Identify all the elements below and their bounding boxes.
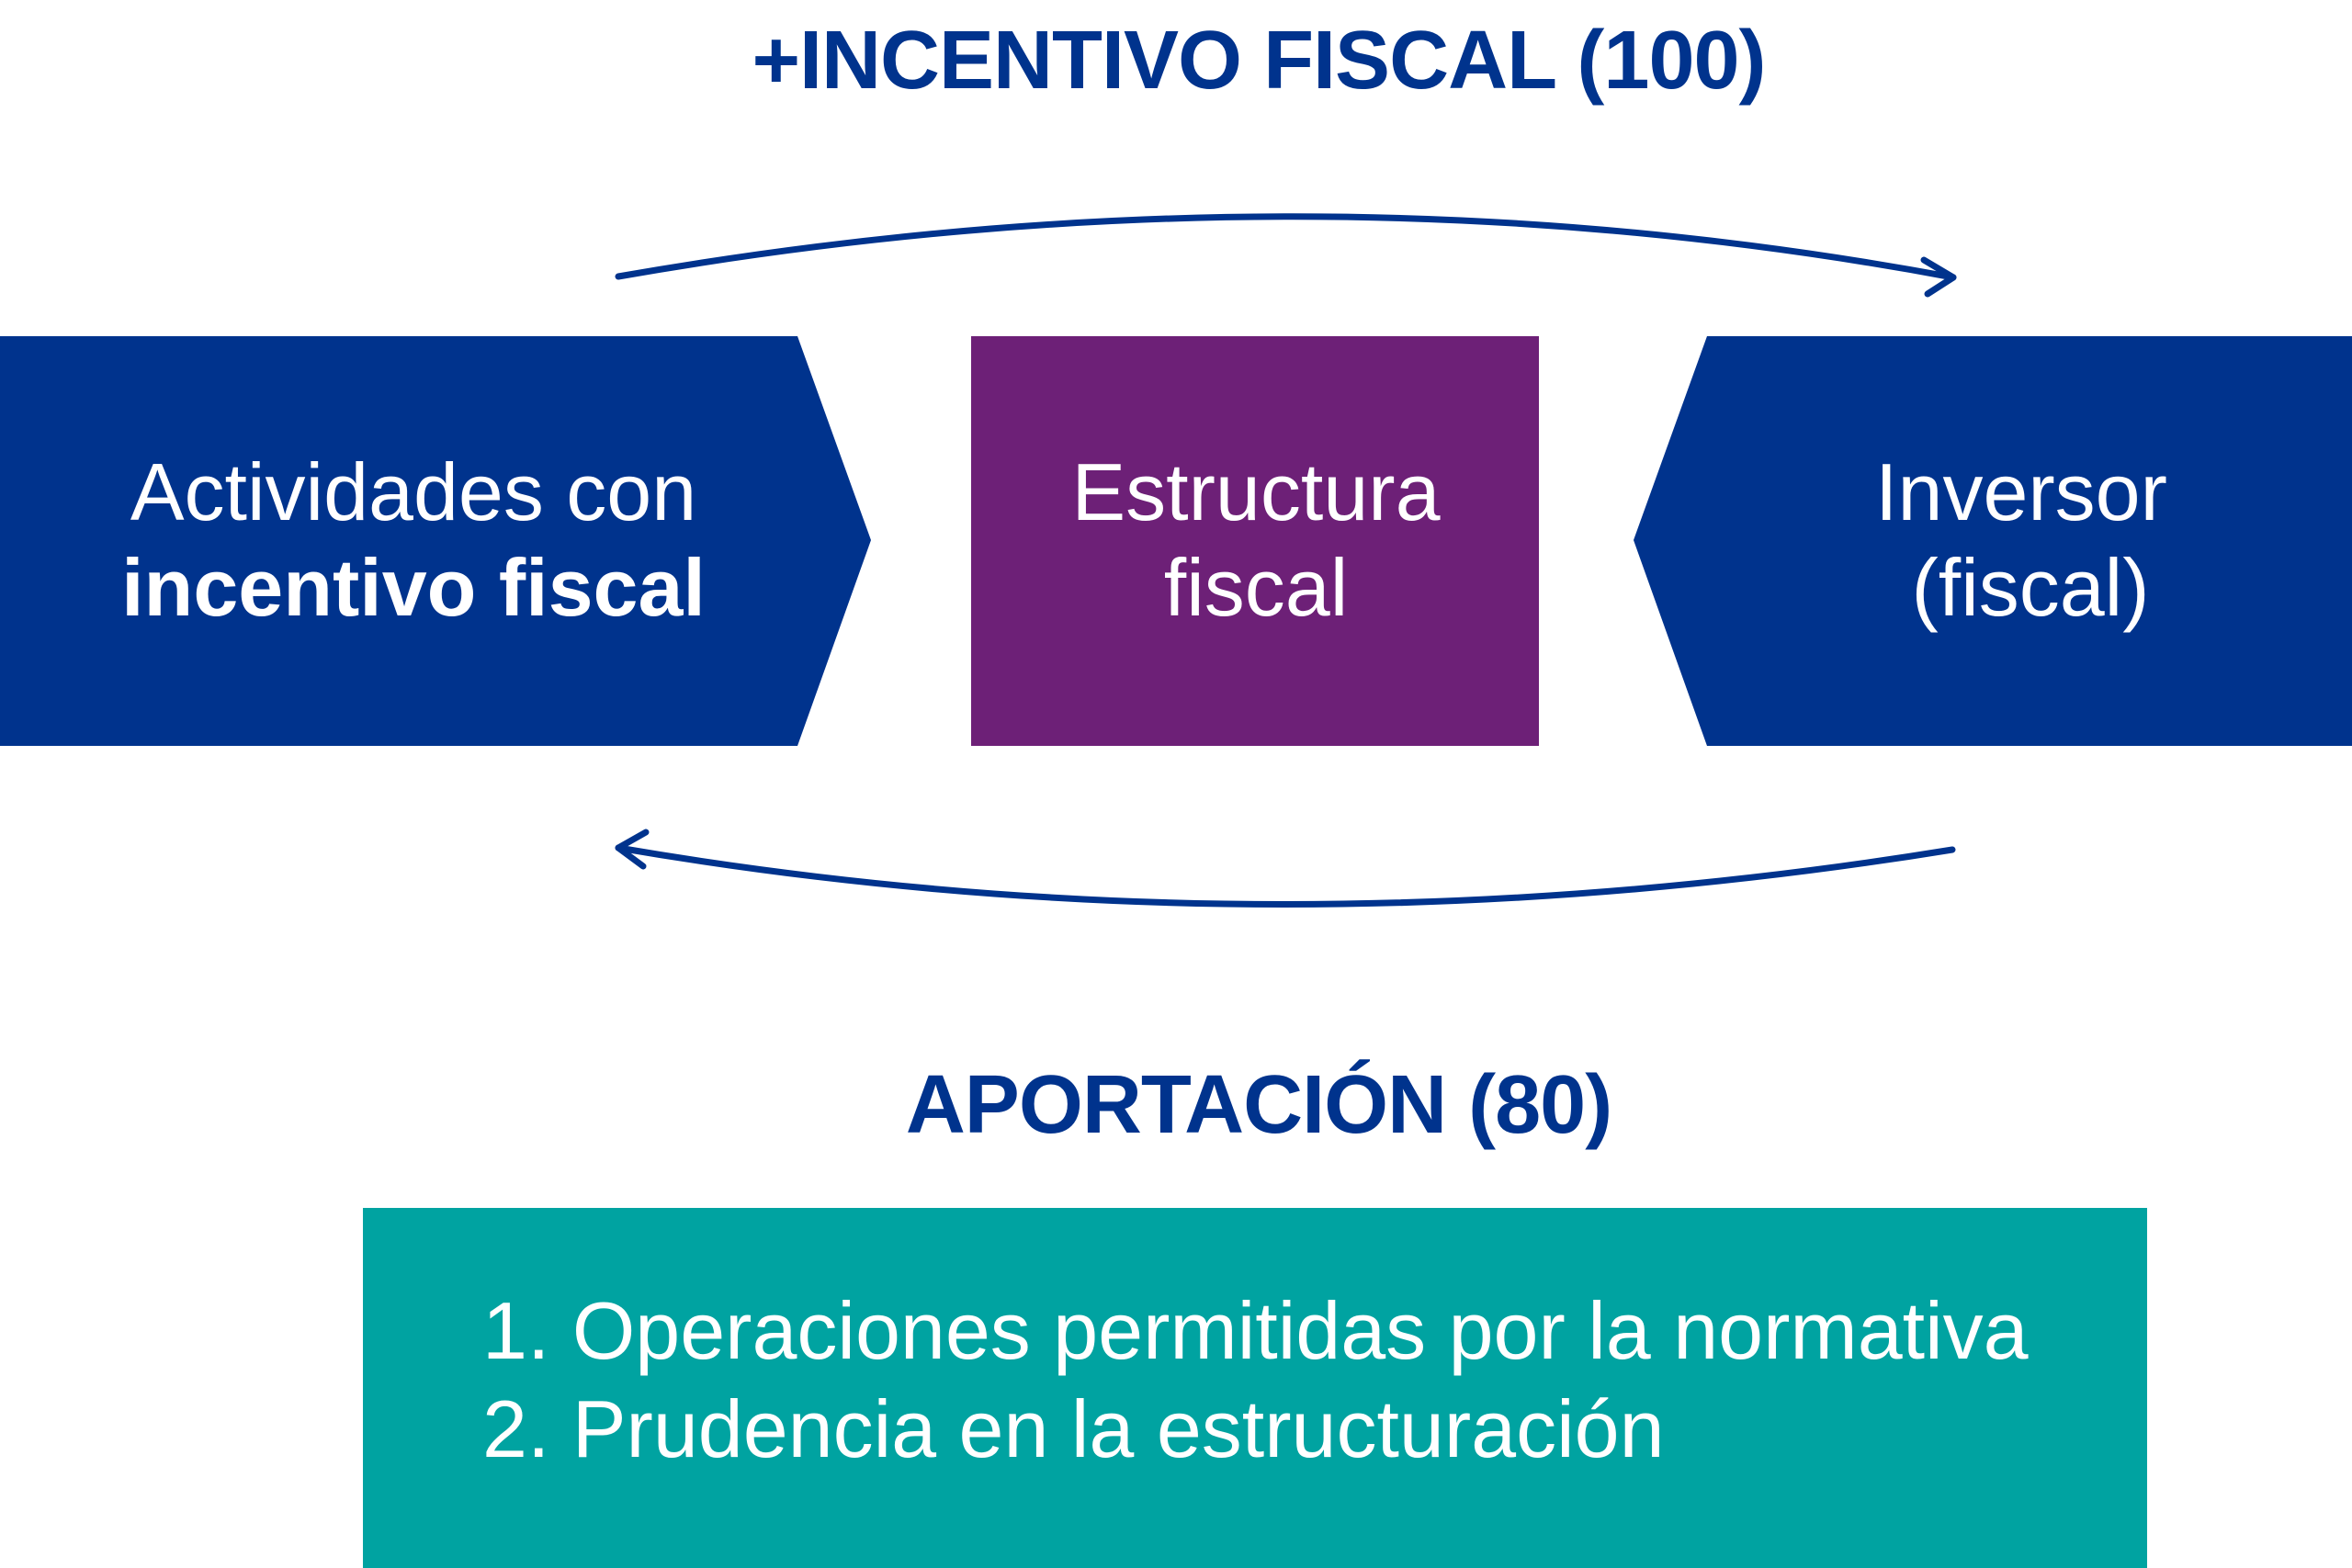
top-flow-label: +INCENTIVO FISCAL (100): [752, 15, 1766, 107]
left-node-line-1: Actividades con: [130, 446, 697, 537]
left-node-shape: [0, 336, 871, 746]
bottom-arrow-curve: [615, 844, 1956, 908]
criteria-item-1: 1. Operaciones permitidas por la normati…: [482, 1285, 2029, 1376]
right-node-label: Inversor (fiscal): [1746, 445, 2297, 636]
criteria-list: 1. Operaciones permitidas por la normati…: [482, 1281, 2029, 1478]
center-node-line-2: fiscal: [1163, 542, 1349, 633]
center-node-line-1: Estructura: [1071, 446, 1441, 537]
criteria-box: [363, 1208, 2147, 1568]
right-node-line-1: Inversor: [1875, 446, 2167, 537]
right-node-shape: [1634, 336, 2352, 746]
top-arrow-curve: [615, 213, 1957, 281]
criteria-item-2: 2. Prudencia en la estructuración: [482, 1383, 1665, 1474]
top-arrow-head: [1920, 256, 1957, 298]
left-node-label: Actividades con incentivo fiscal: [0, 445, 827, 636]
bottom-flow-label: APORTACIÓN (80): [905, 1059, 1612, 1151]
bottom-arrow-head: [615, 829, 650, 870]
center-node-label: Estructura fiscal: [971, 445, 1541, 636]
right-node-line-2: (fiscal): [1911, 542, 2150, 633]
left-node-line-2: incentivo fiscal: [121, 542, 706, 633]
center-node-shape: [971, 336, 1539, 746]
